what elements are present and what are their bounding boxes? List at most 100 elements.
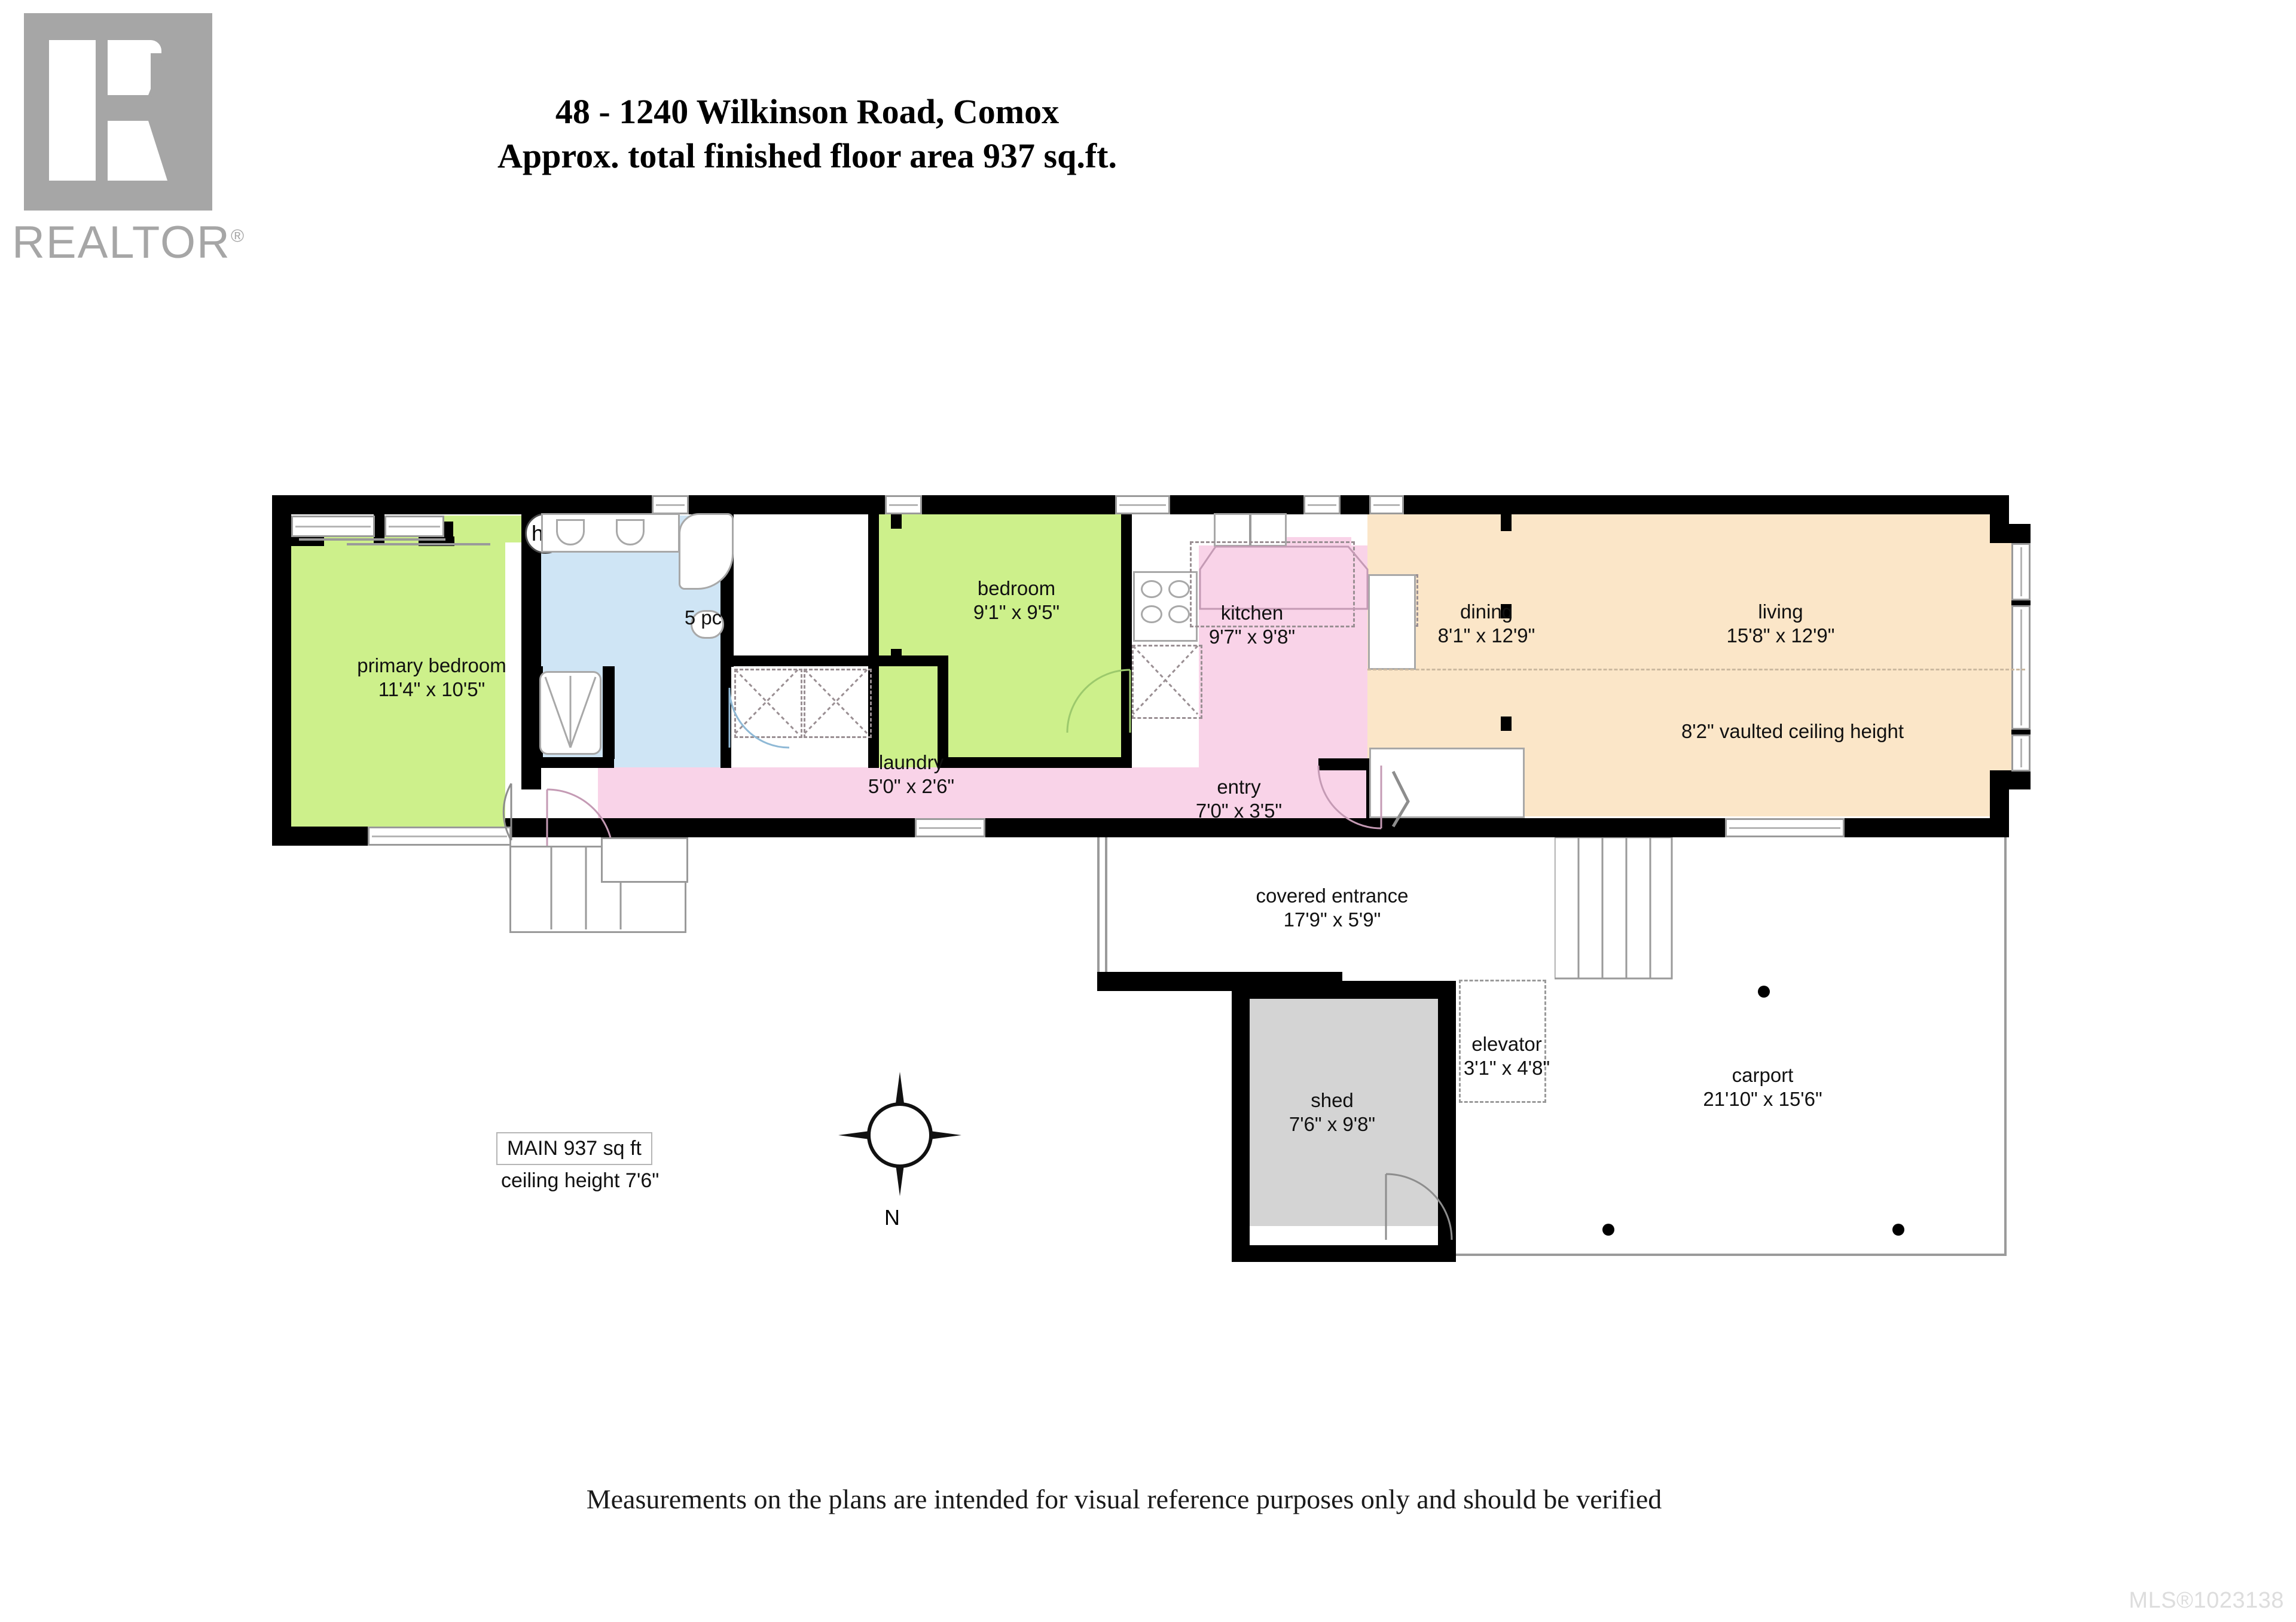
toilet-icon bbox=[691, 610, 724, 639]
side-stairs bbox=[1555, 837, 1673, 980]
covered-entrance-area bbox=[1097, 837, 2006, 981]
window-bottom-hall bbox=[915, 818, 985, 837]
room-label-living: living 15'8" x 12'9" bbox=[1727, 600, 1835, 648]
wall-bedroom-bottom bbox=[945, 757, 1121, 768]
burner-1 bbox=[1141, 580, 1162, 598]
room-dimensions: 8'1" x 12'9" bbox=[1437, 624, 1535, 647]
realtor-r-mark bbox=[24, 13, 212, 211]
realtor-logo: REALTOR® bbox=[12, 13, 269, 306]
compass-north-text: N bbox=[884, 1205, 900, 1230]
mls-number-text: MLS®1023138 bbox=[2129, 1588, 2284, 1613]
carport-post-2 bbox=[1602, 1224, 1614, 1236]
wall-exterior-bottom-mid bbox=[505, 818, 601, 837]
shower-drain-lines bbox=[544, 676, 597, 748]
carport-post-3 bbox=[1892, 1224, 1904, 1236]
window-bottom-primary bbox=[368, 827, 511, 846]
wall-primary-hw-stub bbox=[444, 522, 453, 545]
wall-shower-bottom bbox=[533, 757, 614, 768]
room-dimensions: 21'10" x 15'6" bbox=[1703, 1088, 1822, 1110]
closet-slider-track-1 bbox=[299, 538, 445, 541]
wall-closet-divider bbox=[374, 514, 384, 545]
window-top-3 bbox=[1115, 495, 1170, 514]
cabinet-x-left bbox=[1132, 645, 1199, 715]
carport-bottom-edge bbox=[1456, 1254, 2006, 1256]
room-label-entry: entry 7'0" x 3'5" bbox=[1196, 775, 1282, 823]
main-level-area-badge: MAIN 937 sq ft bbox=[496, 1132, 652, 1165]
wall-exterior-left bbox=[272, 495, 291, 845]
wall-bedroom-right bbox=[938, 655, 948, 768]
burner-4 bbox=[1168, 605, 1190, 623]
elevator-shaft bbox=[1459, 980, 1546, 1103]
room-name: kitchen bbox=[1220, 602, 1284, 624]
vaulted-ceiling-text: 8'2" vaulted ceiling height bbox=[1681, 720, 1904, 742]
page-title: 48 - 1240 Wilkinson Road, Comox Approx. … bbox=[0, 90, 1614, 178]
wall-living-jamb-low bbox=[1501, 717, 1512, 731]
shed-door-swing bbox=[1385, 1173, 1453, 1240]
wall-exterior-bottom-right bbox=[1318, 818, 2006, 837]
wall-bath-bottom bbox=[720, 655, 879, 666]
room-label-laundry: laundry 5'0" x 2'6" bbox=[868, 751, 954, 798]
window-bay-mid bbox=[2011, 605, 2031, 730]
window-top-5 bbox=[1369, 495, 1404, 514]
window-bay-bottom bbox=[2011, 734, 2031, 772]
realtor-r-diagonal bbox=[108, 49, 167, 181]
main-ceiling-height-text: ceiling height 7'6" bbox=[501, 1169, 660, 1192]
wall-living-jamb-mid bbox=[1501, 604, 1512, 618]
realtor-wordmark: REALTOR® bbox=[12, 217, 251, 270]
window-primary-closet-2 bbox=[384, 516, 444, 537]
room-label-bedroom: bedroom 9'1" x 9'5" bbox=[973, 577, 1060, 624]
property-address: 48 - 1240 Wilkinson Road, Comox bbox=[555, 92, 1060, 131]
covered-entrance-left-edge bbox=[1097, 837, 1100, 981]
kitchen-sink-divider bbox=[1249, 514, 1251, 545]
room-fill-primary-bedroom bbox=[287, 516, 505, 839]
room-name: carport bbox=[1732, 1064, 1794, 1086]
main-level-area-text: MAIN 937 sq ft bbox=[507, 1137, 642, 1160]
wall-bedroom-jamb-top bbox=[891, 513, 902, 529]
room-label-carport: carport 21'10" x 15'6" bbox=[1703, 1063, 1822, 1111]
room-dimensions: 17'9" x 5'9" bbox=[1283, 908, 1381, 931]
dining-built-in bbox=[1369, 748, 1525, 818]
room-dimensions: 7'0" x 3'5" bbox=[1195, 800, 1283, 822]
window-bay-top bbox=[2011, 543, 2031, 600]
room-name: 5 pc bbox=[684, 606, 722, 629]
dryer-icon bbox=[804, 669, 872, 738]
main-ceiling-height-label: ceiling height 7'6" bbox=[501, 1169, 659, 1193]
wall-bay-top bbox=[1990, 524, 2031, 543]
vaulted-ceiling-note: 8'2" vaulted ceiling height bbox=[1681, 719, 1904, 743]
wall-bedroom-left bbox=[868, 514, 879, 664]
room-dimensions: 3'1" x 4'8" bbox=[1463, 1057, 1550, 1079]
room-name: laundry bbox=[878, 751, 944, 773]
closet-slider-track-2 bbox=[347, 543, 490, 545]
wall-entry-top bbox=[1318, 758, 1377, 770]
room-dimensions: 9'1" x 9'5" bbox=[973, 601, 1060, 623]
registered-mark: ® bbox=[230, 226, 246, 246]
room-label-shed: shed 7'6" x 9'8" bbox=[1289, 1089, 1375, 1136]
wall-living-jamb-top bbox=[1501, 513, 1512, 531]
floor-area-subtitle: Approx. total finished floor area 937 sq… bbox=[497, 136, 1117, 175]
room-dimensions: 7'6" x 9'8" bbox=[1289, 1113, 1376, 1135]
room-label-elevator: elevator 3'1" x 4'8" bbox=[1464, 1032, 1550, 1080]
door-swings bbox=[502, 669, 1410, 856]
pantry-cabinet bbox=[1368, 574, 1416, 670]
disclaimer-text: Measurements on the plans are intended f… bbox=[0, 1483, 2248, 1515]
wall-exterior-right-lower bbox=[1990, 770, 2009, 837]
burner-3 bbox=[1141, 605, 1162, 623]
compass-north-label: N bbox=[884, 1205, 900, 1230]
room-name: living bbox=[1758, 600, 1803, 623]
room-name: shed bbox=[1311, 1089, 1354, 1111]
kitchen-upper-cabinets bbox=[1190, 541, 1355, 627]
burner-2 bbox=[1168, 580, 1190, 598]
front-landing bbox=[601, 837, 688, 883]
washer-icon bbox=[734, 669, 802, 738]
disclaimer-line: Measurements on the plans are intended f… bbox=[586, 1484, 1662, 1514]
covered-entrance-left-edge-2 bbox=[1105, 837, 1107, 981]
window-primary-closet bbox=[291, 516, 375, 537]
kitchen-island-outline bbox=[1199, 545, 1369, 610]
room-name: elevator bbox=[1471, 1033, 1542, 1055]
shed-floor-strip bbox=[1250, 1226, 1438, 1245]
sink-left-icon bbox=[556, 519, 585, 545]
room-dimensions: 5'0" x 2'6" bbox=[868, 775, 955, 797]
carport-post-1 bbox=[1758, 986, 1770, 998]
room-label-covered-entrance: covered entrance 17'9" x 5'9" bbox=[1256, 884, 1409, 932]
